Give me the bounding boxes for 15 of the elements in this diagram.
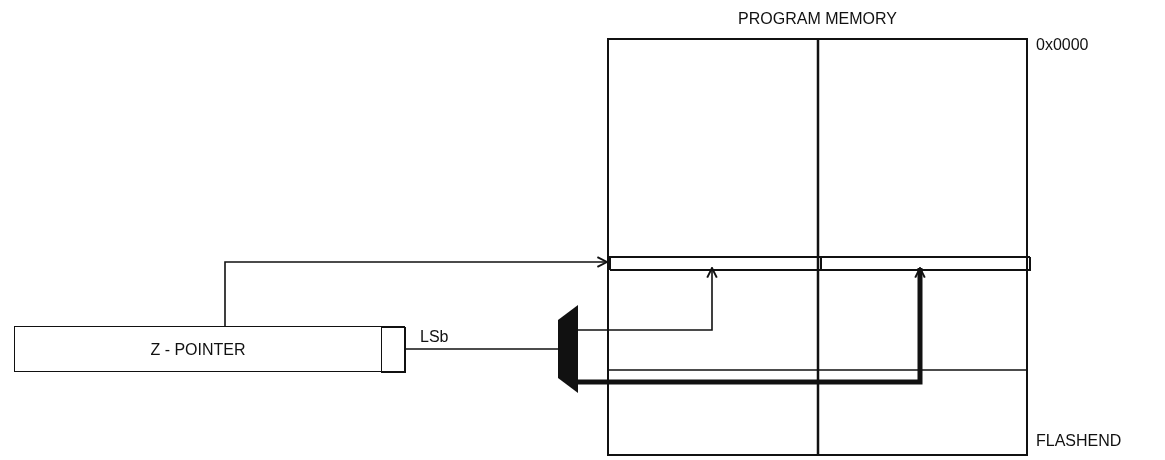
address-label: 0x0000 <box>1036 36 1089 54</box>
multiplexer-symbol <box>558 305 578 393</box>
bit-cell <box>381 327 406 373</box>
connector-line <box>404 348 559 350</box>
register-name: Z - POINTER <box>149 341 247 359</box>
arrow <box>578 267 926 385</box>
low-byte-cell <box>610 257 821 271</box>
high-byte-cell <box>821 257 1031 271</box>
edge-label: LSb <box>420 328 449 346</box>
address-label: FLASHEND <box>1036 432 1122 450</box>
arrow <box>577 267 718 331</box>
memory-row <box>609 256 1030 270</box>
register-box <box>14 326 405 372</box>
arrow <box>224 256 608 327</box>
memory-heading: PROGRAM MEMORY <box>738 10 897 28</box>
